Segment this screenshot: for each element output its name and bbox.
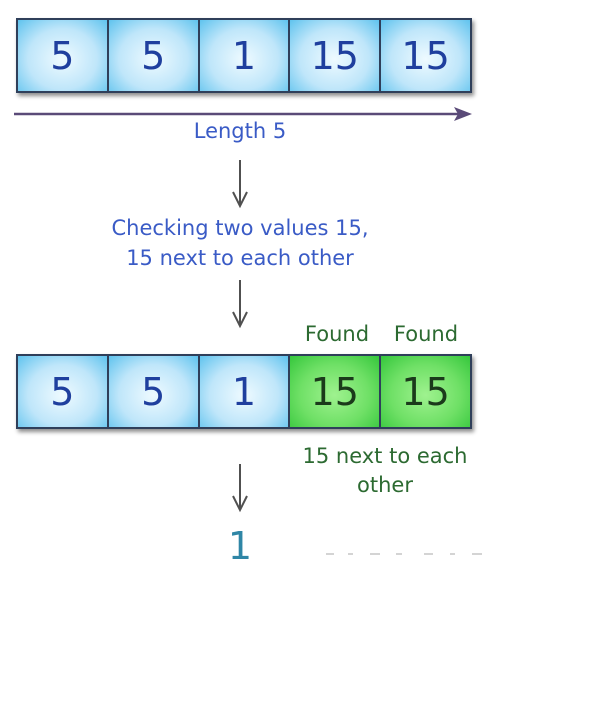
bottom-array-cell-found: 15	[290, 356, 382, 427]
top-array-cell: 5	[108, 20, 200, 91]
adjacent-label-line: other	[357, 473, 413, 497]
down-arrow-icon	[232, 280, 248, 329]
adjacent-label: 15 next to each other	[290, 442, 480, 500]
scan-artifact	[326, 553, 486, 559]
bottom-array: 5 5 1 15 15	[16, 354, 472, 429]
check-label-line: Checking two values 15,	[111, 216, 369, 240]
top-array-cell: 15	[290, 20, 382, 91]
length-arrow-icon	[14, 107, 472, 121]
found-label: Found	[304, 322, 370, 346]
found-label: Found	[393, 322, 459, 346]
bottom-array-cell: 5	[18, 356, 109, 427]
result-value: 1	[227, 524, 253, 568]
bottom-array-cell-found: 15	[381, 356, 470, 427]
down-arrow-icon	[232, 464, 248, 513]
top-array-cell: 1	[199, 20, 291, 91]
adjacent-label-line: 15 next to each	[302, 444, 468, 468]
length-label: Length 5	[193, 119, 287, 143]
check-label: Checking two values 15, 15 next to each …	[90, 213, 390, 273]
down-arrow-icon	[232, 160, 248, 209]
bottom-array-cell: 5	[108, 356, 200, 427]
top-array-cell: 15	[381, 20, 470, 91]
check-label-line: 15 next to each other	[126, 246, 354, 270]
top-array: 5 5 1 15 15	[16, 18, 472, 93]
bottom-array-cell: 1	[199, 356, 291, 427]
top-array-cell: 5	[18, 20, 109, 91]
